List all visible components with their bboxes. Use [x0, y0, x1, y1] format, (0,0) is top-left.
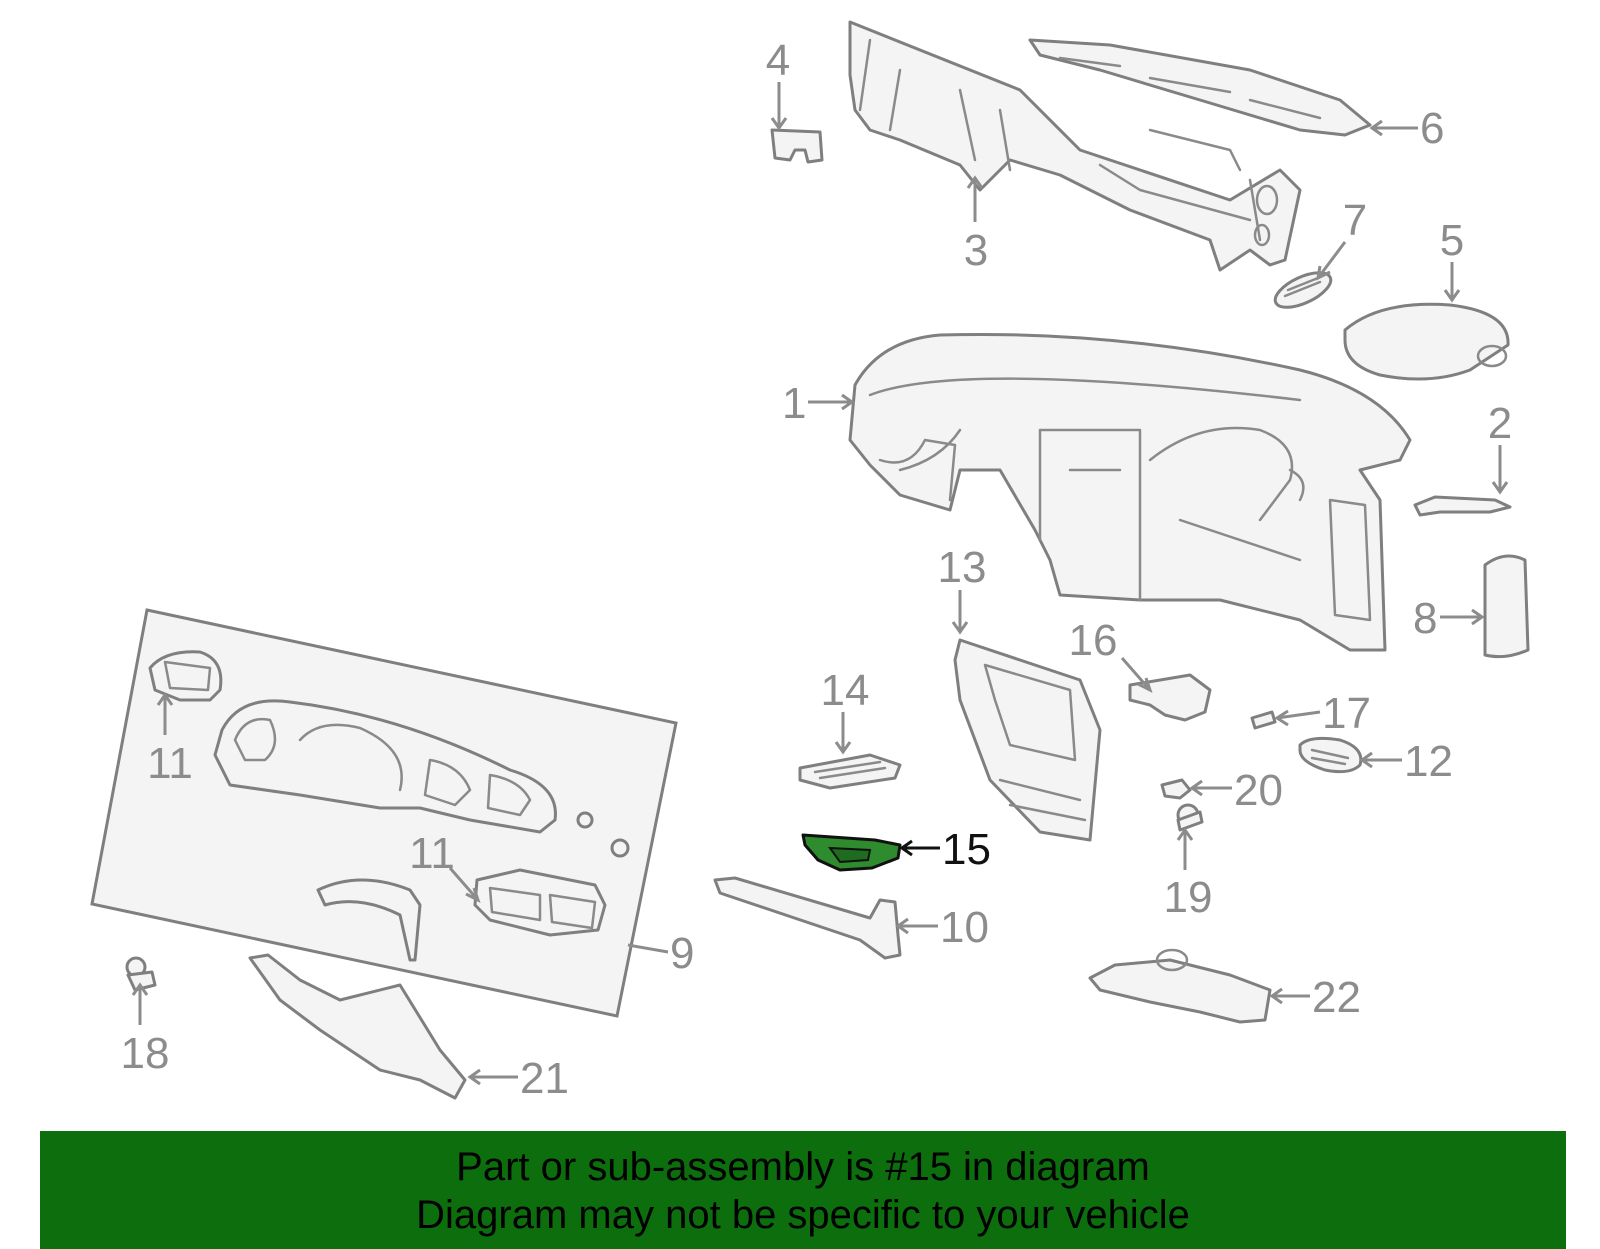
callout-17: 17: [1322, 689, 1371, 738]
part-15-highlighted[interactable]: [801, 833, 902, 872]
part-18-clip[interactable]: [125, 956, 157, 992]
part-19-fastener[interactable]: [1176, 803, 1204, 832]
callout-8: 8: [1413, 594, 1437, 643]
part-22-lower-panel[interactable]: [1088, 948, 1272, 1024]
callout-7: 7: [1343, 196, 1367, 245]
part-5-cover[interactable]: [1343, 302, 1510, 381]
callout-15: 15: [942, 825, 991, 874]
callout-2: 2: [1488, 399, 1512, 448]
part-20-fastener[interactable]: [1160, 778, 1192, 800]
callout-21: 21: [520, 1054, 569, 1103]
part-17-clip[interactable]: [1250, 710, 1277, 730]
callout-20: 20: [1234, 766, 1283, 815]
callout-18: 18: [121, 1029, 170, 1078]
part-3-dash-frame[interactable]: [848, 20, 1302, 272]
callout-labels: 4 3 6 7 5 1 2 8 13 14 16 17 12 20 19 15 …: [121, 36, 1513, 1103]
callout-3: 3: [964, 226, 988, 275]
info-banner: Part or sub-assembly is #15 in diagram D…: [40, 1131, 1566, 1249]
callout-12: 12: [1404, 737, 1453, 786]
part-4-bracket[interactable]: [770, 128, 824, 164]
part-21-knee-bolster[interactable]: [248, 953, 467, 1100]
callout-6: 6: [1420, 104, 1444, 153]
callout-11-top: 11: [147, 739, 193, 788]
callout-22: 22: [1312, 973, 1361, 1022]
part-8-side-panel[interactable]: [1483, 554, 1530, 659]
part-6-upper-trim[interactable]: [1028, 38, 1372, 137]
part-1-instrument-panel[interactable]: [848, 332, 1412, 652]
callout-9: 9: [670, 929, 694, 978]
part-10-brace[interactable]: [713, 876, 902, 960]
part-14-tray[interactable]: [798, 753, 902, 790]
banner-line-2: Diagram may not be specific to your vehi…: [416, 1193, 1190, 1237]
part-12-vent[interactable]: [1298, 736, 1363, 774]
callout-10: 10: [940, 903, 989, 952]
part-9-subassembly-sheet[interactable]: [90, 608, 678, 1018]
callout-1: 1: [782, 379, 806, 428]
callout-16: 16: [1069, 616, 1118, 665]
part-13-center-bezel[interactable]: [953, 638, 1102, 842]
callout-19: 19: [1164, 873, 1213, 922]
callout-5: 5: [1440, 216, 1464, 265]
callout-4: 4: [766, 36, 790, 85]
banner-line-1: Part or sub-assembly is #15 in diagram: [456, 1145, 1150, 1189]
callout-11-bottom: 11: [409, 829, 455, 878]
callout-14: 14: [821, 666, 870, 715]
part-7-switch[interactable]: [1270, 266, 1335, 315]
leader-lines: [131, 82, 1509, 1086]
part-2-bracket[interactable]: [1413, 495, 1512, 517]
callout-13: 13: [938, 543, 987, 592]
